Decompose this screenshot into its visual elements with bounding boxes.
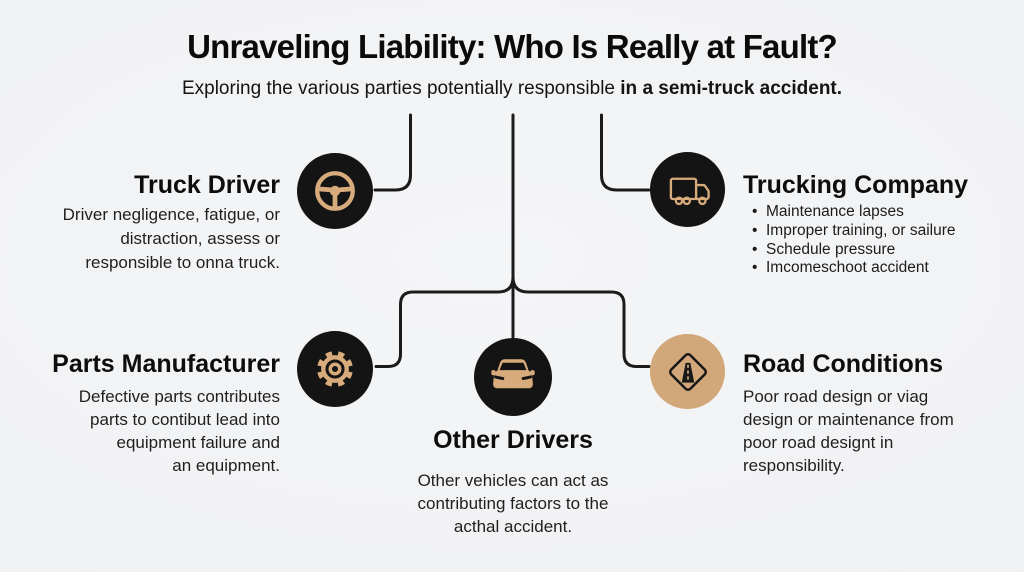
bullet-item: Improper training, or sailure [750,222,1000,241]
desc-line: parts to contibut lead into [90,410,280,429]
desc-line: Defective parts contributes [78,387,280,406]
desc-line: responsible to onna truck. [85,253,280,272]
connector-parts-manufacturer [374,275,515,368]
desc-line: Poor road design or viag [743,387,929,406]
trucking-company-circle [650,152,725,227]
road-sign-icon [668,352,707,391]
truck-driver-circle [297,153,373,229]
road-conditions-circle [650,334,725,409]
parts-manufacturer-circle [297,331,373,407]
subtitle-regular: Exploring the various parties potentiall… [181,78,621,99]
desc-line: Other vehicles can act as [417,471,609,490]
desc-line: poor road designt in [743,433,894,452]
connector-road-conditions [511,275,651,368]
desc-line: Driver negligence, fatigue, or [62,205,280,224]
gear-icon [317,351,353,387]
desc-line: distraction, assess or [120,229,280,248]
trucking-company-bullets: Maintenance lapses Improper training, or… [750,203,1000,278]
other-drivers-circle [474,338,552,416]
bullet-item: Imcomeschoot accident [750,259,1000,278]
truck-icon [669,177,710,205]
parts-manufacturer-description: Defective parts contributes parts to con… [40,385,280,477]
road-conditions-description: Poor road design or viag design or maint… [743,385,993,477]
bullet-item: Maintenance lapses [750,203,1000,222]
other-drivers-description: Other vehicles can act as contributing f… [383,469,643,538]
car-icon [491,359,535,389]
road-conditions-label: Road Conditions [743,350,943,378]
connector-trucking-company [600,113,651,192]
page-subtitle: Exploring the various parties potentiall… [0,77,1024,101]
connector-truck-driver [373,113,412,192]
desc-line: an equipment. [172,456,280,475]
steering-wheel-icon [315,171,355,211]
desc-line: responsibility. [743,456,845,475]
parts-manufacturer-label: Parts Manufacturer [52,350,280,378]
truck-driver-description: Driver negligence, fatigue, or distracti… [40,203,280,275]
desc-line: equipment failure and [116,433,280,452]
other-drivers-label: Other Drivers [433,426,593,454]
truck-driver-label: Truck Driver [134,171,280,199]
bullet-item: Schedule pressure [750,241,1000,260]
desc-line: design or maintenance from [743,410,954,429]
desc-line: acthal accident. [453,517,573,536]
desc-line: contributing factors to the [417,494,609,513]
trucking-company-label: Trucking Company [743,171,969,199]
page-title: Unraveling Liability: Who Is Really at F… [187,28,838,65]
subtitle-bold: in a semi-truck accident. [620,78,843,99]
